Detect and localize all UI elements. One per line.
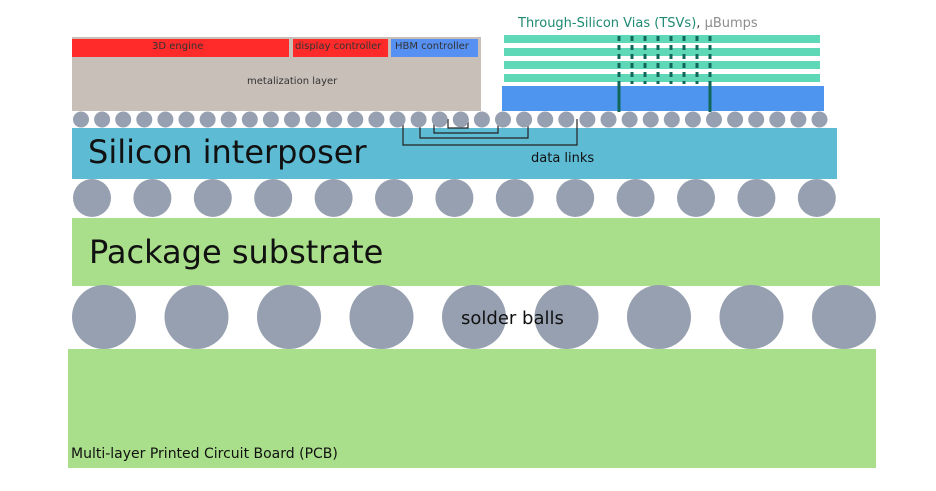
solder-ball — [257, 285, 321, 349]
data-links-label: data links — [531, 151, 595, 166]
micro-bump — [663, 111, 680, 128]
c4-bumps — [73, 179, 836, 217]
solder-ball — [349, 285, 414, 349]
solder-ball — [627, 285, 691, 349]
solder-ball — [442, 285, 506, 349]
micro-bump — [157, 111, 174, 128]
micro-bump — [748, 111, 765, 128]
micro-bump — [642, 111, 659, 128]
engine-3d-block — [72, 39, 289, 57]
memory-layer — [504, 61, 820, 69]
micro-bump — [262, 111, 279, 128]
ubumps-label: µBumps — [704, 16, 758, 31]
micro-bump — [811, 111, 828, 128]
tsv-title: Through-Silicon Vias (TSVs), µBumps — [518, 17, 758, 30]
c4-bump — [737, 179, 776, 217]
c4-bump — [254, 179, 293, 217]
micro-bump — [220, 111, 237, 128]
memory-layer — [504, 74, 820, 82]
micro-bump — [769, 111, 786, 128]
c4-bump — [375, 179, 413, 217]
solder-ball — [164, 285, 229, 349]
micro-bump — [178, 111, 195, 128]
silicon-interposer — [72, 128, 837, 179]
data-link-wire — [447, 119, 469, 129]
micro-bump — [537, 111, 554, 128]
micro-bump — [473, 111, 490, 128]
c4-bump — [73, 179, 111, 217]
data-link-wire — [419, 119, 529, 139]
micro-bump — [326, 111, 343, 128]
micro-bump — [115, 111, 132, 128]
micro-bump — [284, 111, 300, 128]
engine-3d-label: 3D engine — [152, 41, 204, 52]
c4-bump — [677, 179, 715, 217]
micro-bump — [600, 111, 617, 128]
c4-bump — [314, 179, 353, 217]
solder-ball — [72, 285, 136, 349]
substrate-label: Package substrate — [89, 233, 384, 271]
micro-bump — [684, 111, 701, 128]
micro-bumps — [73, 111, 828, 128]
memory-layer — [504, 35, 820, 43]
micro-bump — [136, 111, 153, 128]
c4-bump — [616, 179, 655, 217]
interposer-label: Silicon interposer — [88, 133, 367, 171]
memory-layer — [504, 48, 820, 56]
micro-bump — [389, 111, 406, 128]
c4-bump — [133, 179, 172, 217]
micro-bump — [347, 111, 364, 128]
hbm-controller-label: HBM controller — [395, 41, 469, 52]
metalization-label: metalization layer — [247, 76, 338, 87]
micro-bump — [94, 111, 111, 128]
display-controller-block — [293, 39, 388, 57]
logic-die — [502, 86, 824, 111]
micro-bump — [305, 111, 322, 128]
solder-balls-label: solder balls — [461, 308, 564, 329]
micro-bump — [410, 111, 427, 128]
micro-bump — [579, 111, 596, 128]
data-link-wire — [433, 119, 499, 134]
micro-bump — [558, 111, 575, 128]
solder-ball — [534, 285, 599, 349]
micro-bump — [199, 111, 216, 128]
c4-bump — [556, 179, 595, 217]
micro-bump — [706, 111, 722, 128]
micro-bump — [621, 111, 638, 128]
c4-bump — [495, 179, 534, 217]
solder-balls — [72, 285, 876, 349]
micro-bump — [431, 111, 448, 128]
micro-bump — [516, 111, 533, 128]
solder-ball — [719, 285, 784, 349]
tsv-title-sep: , — [696, 16, 701, 31]
data-links — [402, 119, 578, 146]
c4-bump — [435, 179, 474, 217]
micro-bump — [727, 111, 744, 128]
tsv-columns — [617, 36, 712, 84]
micro-bump — [73, 111, 89, 128]
display-controller-label: display controller — [295, 41, 382, 52]
pcb-board — [68, 349, 876, 468]
hbm-controller-block — [391, 39, 478, 57]
micro-bump — [241, 111, 258, 128]
pcb-label: Multi-layer Printed Circuit Board (PCB) — [71, 446, 338, 462]
solder-ball — [812, 285, 876, 349]
c4-bump — [193, 179, 232, 217]
c4-bump — [797, 179, 836, 217]
micro-bump — [368, 111, 385, 128]
tsv-title-text: Through-Silicon Vias (TSVs) — [518, 16, 697, 31]
micro-bump — [495, 111, 511, 128]
package-substrate — [72, 218, 880, 286]
data-link-wire — [402, 119, 578, 146]
micro-bump — [790, 111, 807, 128]
micro-bump — [452, 111, 469, 128]
